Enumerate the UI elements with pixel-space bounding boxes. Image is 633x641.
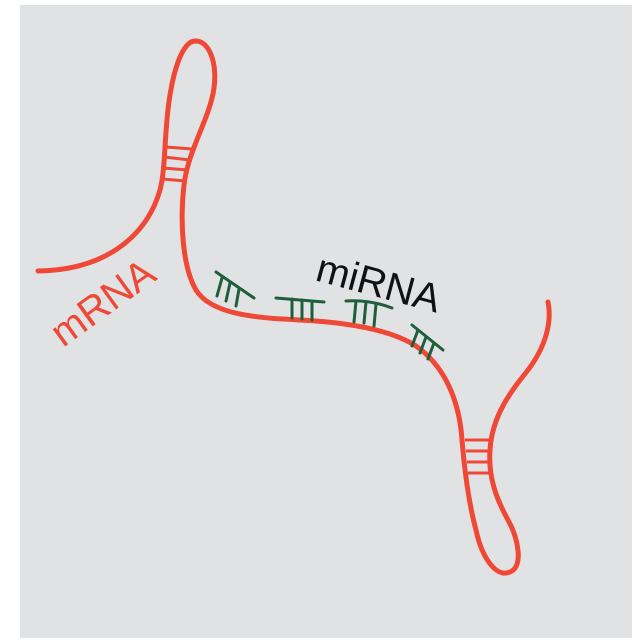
- mirna-base-pair: [374, 304, 376, 326]
- hairpin-rung: [162, 179, 186, 181]
- mirna-base-pair: [354, 301, 356, 322]
- hairpin-rung: [166, 147, 192, 149]
- mirna-base-pair: [364, 302, 366, 323]
- hairpin-rung: [163, 168, 188, 170]
